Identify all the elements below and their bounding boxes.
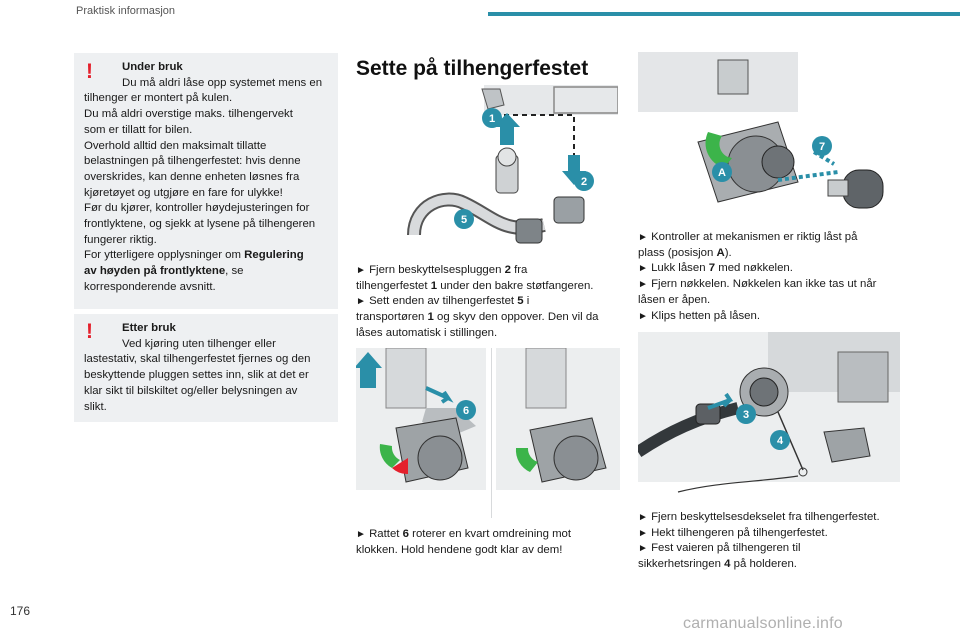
warning-line: Overhold alltid den maksimalt tillatte [84, 139, 267, 152]
warning-line: For ytterligere opplysninger om Reguleri… [84, 249, 304, 262]
callout-4: 4 [770, 430, 790, 450]
steps-block-2: ► Rattet 6 roterer en kvart omdreining m… [356, 527, 620, 558]
step-item: låsen er åpen. [638, 293, 711, 306]
step-item: transportøren 1 og skyv den oppover. Den… [356, 311, 599, 324]
callout-6: 6 [456, 400, 476, 420]
page-number: 176 [10, 604, 31, 618]
warning-title: Under bruk [122, 61, 183, 73]
svg-text:1: 1 [489, 113, 495, 125]
step-item: tilhengerfestet 1 under den bakre støtfa… [356, 279, 594, 292]
warning-line: tilhenger er montert på kulen. [84, 92, 233, 105]
header-rule [488, 12, 960, 16]
step-item: ► Fjern beskyttelsespluggen 2 fra [356, 264, 528, 276]
steps-block-1: ► Fjern beskyttelsespluggen 2 fra tilhen… [356, 263, 620, 342]
step-item: ► Rattet 6 roterer en kvart omdreining m… [356, 528, 572, 540]
warning-line: fungerer riktig. [84, 233, 157, 246]
warning-line: lastestativ, skal tilhengerfestet fjerne… [84, 353, 311, 366]
towbar-insertion-illustration: 1 2 5 [404, 85, 618, 257]
callout-1: 1 [482, 108, 502, 128]
handwheel-locked-illustration [496, 348, 620, 490]
svg-text:6: 6 [463, 405, 469, 417]
step-item: ► Fjern nøkkelen. Nøkkelen kan ikke tas … [638, 278, 877, 291]
step-item: låses automatisk i stillingen. [356, 326, 498, 339]
warning-first-line: Du må aldri låse opp systemet mens en [122, 76, 323, 89]
warning-line: kjøretøyet og utgjøre en fare for ulykke… [84, 186, 283, 199]
callout-A: A [712, 162, 732, 182]
steps-block-4: ► Fjern beskyttelsesdekselet fra tilheng… [638, 510, 938, 573]
svg-text:7: 7 [819, 141, 825, 153]
warning-first-line: Ved kjøring uten tilhenger eller [122, 337, 276, 350]
step-item: ► Kontroller at mekanismen er riktig lås… [638, 231, 858, 243]
callout-2: 2 [574, 171, 594, 191]
warning-line: slikt. [84, 400, 107, 413]
warning-line: klar sikt til bilskiltet og/eller belysn… [84, 384, 298, 397]
warning-box-under-bruk: Under bruk Du må aldri låse opp systemet… [74, 53, 338, 309]
svg-text:A: A [718, 167, 726, 179]
warning-title: Etter bruk [122, 322, 176, 334]
svg-text:5: 5 [461, 214, 467, 226]
callout-5: 5 [454, 209, 474, 229]
warning-line: som er tillatt for bilen. [84, 123, 193, 136]
svg-text:3: 3 [743, 409, 749, 421]
warning-line: frontlyktene, og sjekk at lysene på tilh… [84, 218, 316, 231]
header-title: Praktisk informasjon [76, 5, 176, 17]
warning-line: av høyden på frontlyktene, se [84, 265, 244, 278]
step-item: ► Fjern beskyttelsesdekselet fra tilheng… [638, 511, 880, 523]
step-item: plass (posisjon A). [638, 246, 732, 259]
steps-block-3: ► Kontroller at mekanismen er riktig lås… [638, 230, 928, 324]
lock-cap-illustration: 7 A [638, 52, 900, 224]
step-item: klokken. Hold hendene godt klar av dem! [356, 543, 563, 556]
callout-3: 3 [736, 404, 756, 424]
step-item: ► Klips hetten på låsen. [638, 309, 760, 322]
step-item: ► Hekt tilhengeren på tilhengerfestet. [638, 526, 828, 539]
warning-exclamation-icon: ! [86, 320, 93, 343]
step-item: ► Lukk låsen 7 med nøkkelen. [638, 262, 793, 275]
warning-line: beskyttende pluggen settes inn, slik at … [84, 369, 309, 382]
svg-text:4: 4 [777, 435, 784, 447]
warning-box-etter-bruk: Etter bruk Ved kjøring uten tilhenger el… [74, 314, 338, 422]
warning-line: Før du kjører, kontroller høydejustering… [84, 202, 310, 215]
svg-text:2: 2 [581, 176, 587, 188]
illustration-divider [491, 348, 492, 518]
step-item: sikkerhetsringen 4 på holderen. [638, 558, 797, 571]
warning-line: Du må aldri overstige maks. tilhengervek… [84, 108, 293, 121]
warning-line: korresponderende avsnitt. [84, 280, 216, 293]
watermark: carmanualsonline.info [683, 615, 843, 632]
warning-exclamation-icon: ! [86, 60, 93, 83]
warning-line: overskrides, kan denne enheten løsnes fr… [84, 170, 300, 183]
step-item: ► Sett enden av tilhengerfestet 5 i [356, 295, 530, 308]
callout-7: 7 [812, 136, 832, 156]
warning-line: belastningen på tilhengerfestet: hvis de… [84, 155, 301, 168]
section-title: Sette på tilhengerfestet [356, 57, 589, 80]
handwheel-rotation-illustration: 6 [356, 348, 486, 490]
trailer-hookup-illustration: 3 4 [638, 332, 900, 504]
step-item: ► Fest vaieren på tilhengeren til [638, 542, 801, 555]
